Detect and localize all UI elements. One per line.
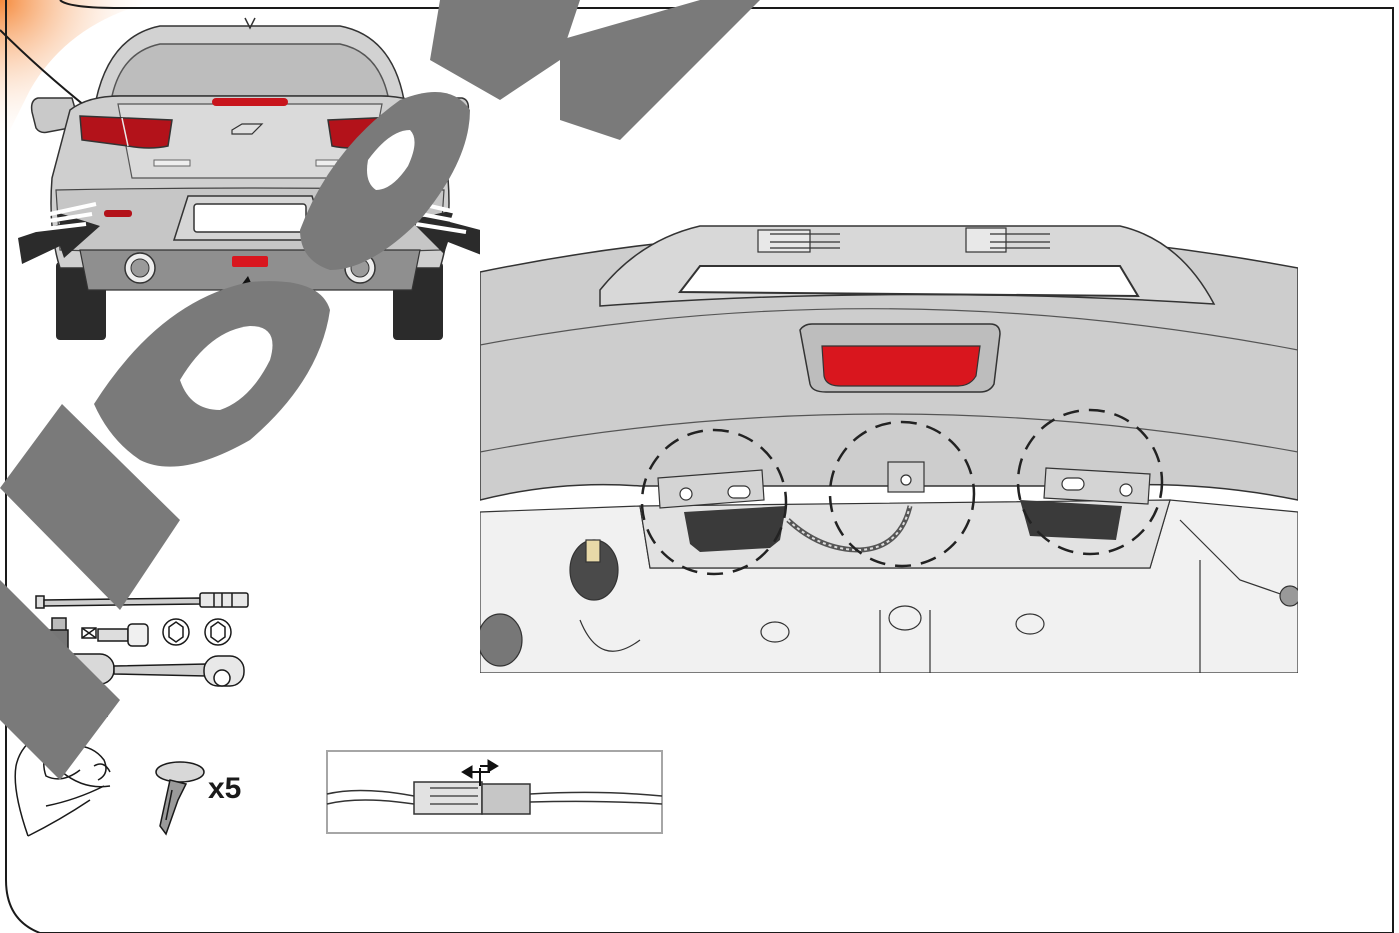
- left-taillight: [79, 115, 173, 149]
- chassis-details: [480, 519, 1298, 673]
- center-bracket: [887, 461, 925, 493]
- plate-clip-right: [965, 227, 1050, 253]
- license-plate: [193, 203, 307, 233]
- rear-window: [111, 43, 389, 97]
- third-brake-light: [212, 98, 288, 106]
- left-reflector: [104, 210, 132, 217]
- right-bracket: [1020, 467, 1151, 540]
- wire-connector-icon: [326, 750, 663, 834]
- fog-light-lens: [821, 345, 981, 387]
- clip-quantity: x5: [208, 772, 241, 805]
- left-bracket: [657, 469, 786, 552]
- highlight-circle-left: [640, 428, 788, 576]
- highlight-circle-center: [828, 420, 976, 568]
- connector-arrows: [461, 759, 499, 786]
- frame-corner-arc: [0, 29, 91, 111]
- corner-accent: [0, 0, 160, 150]
- bumper-detail-view: [480, 205, 1298, 673]
- watermark: [0, 0, 760, 780]
- push-clip-icon: [155, 761, 205, 836]
- car-logo: [231, 123, 264, 135]
- highlight-circle-right: [1016, 408, 1164, 556]
- page-frame: [5, 0, 1394, 933]
- rear-fog-light: [232, 256, 268, 267]
- plate-clip-left: [757, 229, 840, 253]
- left-pull-arrow: [18, 202, 100, 264]
